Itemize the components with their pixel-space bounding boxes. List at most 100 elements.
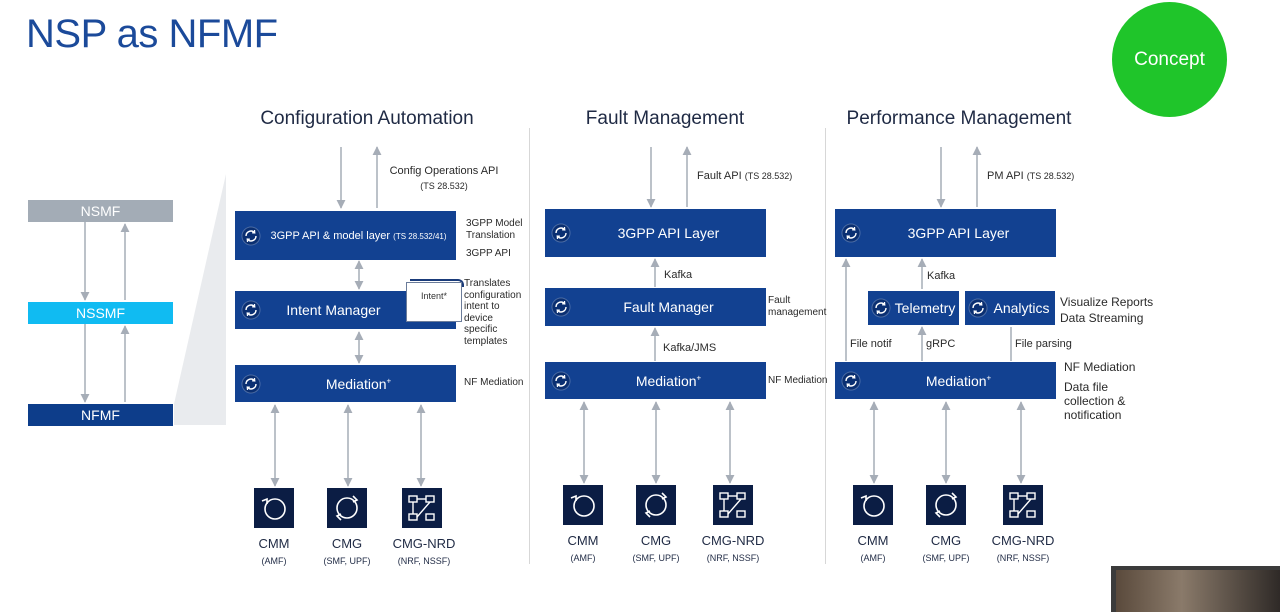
perf-api-label: PM API (TS 28.532) — [987, 170, 1074, 182]
device-sub-cmgnrd: (NRF, NSSF) — [706, 553, 760, 563]
perf-side-data-line: notification — [1064, 408, 1122, 422]
device-name-cmg: CMG — [640, 533, 672, 548]
config-side-intent-line: device — [464, 312, 493, 324]
device-sub-cmm: (AMF) — [570, 553, 596, 563]
device-name-cmgnrd: CMG-NRD — [991, 533, 1055, 548]
cycle-icon — [871, 298, 891, 318]
sync-arrows-icon — [926, 485, 966, 525]
device-sub-cmg: (SMF, UPF) — [632, 553, 680, 563]
config-api-label: Config Operations API (TS 28.532) — [384, 164, 504, 194]
nsmf-bar: NSMF — [28, 200, 173, 222]
concept-badge: Concept — [1112, 2, 1227, 117]
device-name-cmg: CMG — [930, 533, 962, 548]
cycle-icon — [241, 373, 261, 394]
config-side-model-line-2: Translation — [466, 229, 516, 241]
config-layer-spec: (TS 28.532/41) — [393, 231, 447, 241]
perf-side-data-line: Data file — [1064, 380, 1109, 394]
perf-api-name: PM API — [987, 170, 1024, 182]
perf-mediation-mark: + — [986, 372, 992, 382]
device-sub-cmgnrd: (NRF, NSSF) — [397, 556, 451, 566]
device-sub-cmm: (AMF) — [261, 556, 287, 566]
perf-3gpp-layer-box: 3GPP API Layer — [835, 209, 1056, 257]
device-sub-cmm: (AMF) — [860, 553, 886, 563]
config-side-intent-line: Translates — [464, 278, 511, 289]
fault-mediation-box: Mediation+ — [545, 362, 766, 399]
config-side-model-line-1: 3GPP Model — [466, 218, 523, 229]
analytics-label: Analytics — [993, 300, 1050, 316]
config-side-model: 3GPP Model Translation — [466, 218, 523, 241]
fault-manager-label: Fault Manager — [623, 299, 714, 315]
analytics-box: Analytics — [965, 291, 1055, 325]
fault-api-spec: (TS 28.532) — [744, 171, 793, 181]
perf-side-data-line: collection & — [1064, 394, 1126, 408]
loop-arrow-icon — [563, 485, 603, 525]
fault-mediation-mark: + — [696, 372, 702, 382]
network-nodes-icon — [402, 488, 442, 528]
fault-side-manager-line: management — [768, 306, 827, 318]
cycle-icon — [968, 298, 988, 318]
fault-side-manager-line: Fault — [768, 295, 791, 306]
fault-side-manager: Fault management — [768, 295, 826, 318]
config-side-intent-line: intent to — [464, 301, 500, 312]
perf-side-analytics-line: Data Streaming — [1060, 311, 1144, 325]
perf-conn-file-parsing: File parsing — [1015, 338, 1072, 350]
perf-conn-file-notif: File notif — [850, 338, 892, 350]
perf-side-mediation: NF Mediation — [1064, 360, 1136, 374]
config-section-title: Configuration Automation — [260, 108, 474, 129]
device-name-cmg: CMG — [331, 536, 363, 551]
cycle-icon — [551, 297, 571, 317]
webcam-video — [1116, 570, 1280, 612]
section-divider-1 — [529, 128, 530, 564]
config-side-intent-line: templates — [464, 335, 508, 347]
config-side-intent: Translates configuration intent to devic… — [464, 278, 521, 347]
perf-side-mediation-block: NF Mediation Data file collection & noti… — [1064, 360, 1135, 422]
fault-3gpp-layer-box: 3GPP API Layer — [545, 209, 766, 257]
device-name-cmm: CMM — [258, 536, 290, 551]
intent-manager-label: Intent Manager — [286, 302, 381, 318]
cycle-icon — [241, 225, 261, 246]
network-nodes-icon — [713, 485, 753, 525]
perf-mediation-label: Mediation — [925, 372, 987, 389]
telemetry-label: Telemetry — [894, 300, 956, 316]
cycle-icon — [841, 370, 861, 391]
config-mediation-mark: + — [386, 375, 392, 385]
network-nodes-icon — [1003, 485, 1043, 525]
config-api-name: Config Operations API — [389, 165, 499, 177]
config-layer-label: 3GPP API & model layer — [270, 229, 391, 242]
page-title: NSP as NFMF — [26, 12, 278, 56]
config-side-intent-line: specific — [464, 324, 498, 335]
perf-side-analytics: Visualize Reports Data Streaming — [1060, 294, 1153, 326]
device-name-cmm: CMM — [857, 533, 889, 548]
cycle-icon — [551, 370, 571, 391]
loop-arrow-icon — [254, 488, 294, 528]
config-side-api: 3GPP API — [466, 248, 511, 259]
nfmf-bar: NFMF — [28, 404, 173, 426]
intent-card-tab — [410, 279, 464, 287]
fault-conn-kafka: Kafka — [664, 269, 693, 281]
perf-side-analytics-line: Visualize Reports — [1060, 295, 1154, 309]
device-sub-cmg: (SMF, UPF) — [922, 553, 970, 563]
fault-conn-kafkajms: Kafka/JMS — [663, 342, 717, 354]
sync-arrows-icon — [636, 485, 676, 525]
loop-arrow-icon — [853, 485, 893, 525]
perf-section-title: Performance Management — [846, 108, 1072, 129]
fault-side-mediation: NF Mediation — [768, 375, 828, 386]
device-name-cmgnrd: CMG-NRD — [701, 533, 765, 548]
nssmf-bar: NSSMF — [28, 302, 173, 324]
config-mediation-label: Mediation — [325, 375, 387, 392]
telemetry-box: Telemetry — [868, 291, 959, 325]
perf-conn-kafka: Kafka — [927, 270, 956, 282]
perf-layer-label: 3GPP API Layer — [907, 225, 1010, 241]
device-name-cmgnrd: CMG-NRD — [392, 536, 456, 551]
intent-card: Intent* — [406, 282, 462, 322]
fault-layer-label: 3GPP API Layer — [617, 225, 720, 241]
fault-api-label: Fault API (TS 28.532) — [697, 170, 792, 182]
config-side-intent-line: configuration — [464, 289, 522, 301]
config-side-mediation: NF Mediation — [464, 377, 524, 388]
sync-arrows-icon — [327, 488, 367, 528]
fault-manager-box: Fault Manager — [545, 288, 766, 326]
device-name-cmm: CMM — [567, 533, 599, 548]
config-mediation-box: Mediation+ — [235, 365, 456, 402]
perf-api-spec: (TS 28.532) — [1026, 171, 1075, 181]
